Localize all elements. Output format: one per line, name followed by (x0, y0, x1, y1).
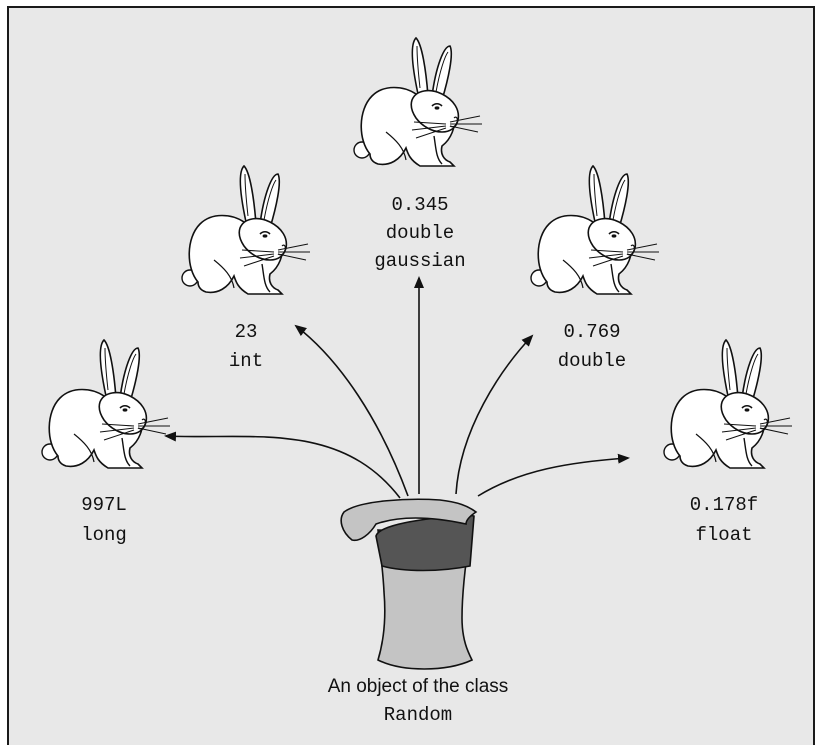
int-value-label: 23 (235, 321, 258, 343)
arrow-to-long (166, 436, 400, 498)
gaussian-value-label: 0.345 (391, 194, 448, 216)
rabbit-int-illustration (182, 166, 310, 294)
long-value-label: 997L (81, 494, 127, 516)
arrow-to-double (456, 336, 532, 494)
double-type-label: double (558, 350, 626, 372)
hat-class-name: Random (384, 704, 452, 726)
arrow-to-float (478, 458, 628, 496)
long-type-label: long (81, 524, 127, 546)
top-hat-illustration (341, 499, 476, 669)
float-value-label: 0.178f (690, 494, 758, 516)
hat-caption: An object of the class (328, 676, 509, 697)
gaussian-extra-label: gaussian (374, 250, 465, 272)
arrow-to-int (296, 326, 408, 496)
double-value-label: 0.769 (563, 321, 620, 343)
gaussian-type-label: double (386, 222, 454, 244)
rabbit-float-illustration (664, 340, 792, 468)
rabbit-gaussian-illustration (354, 38, 482, 166)
int-type-label: int (229, 350, 263, 372)
rabbit-long-illustration (42, 340, 170, 468)
float-type-label: float (695, 524, 752, 546)
rabbit-double-illustration (531, 166, 659, 294)
